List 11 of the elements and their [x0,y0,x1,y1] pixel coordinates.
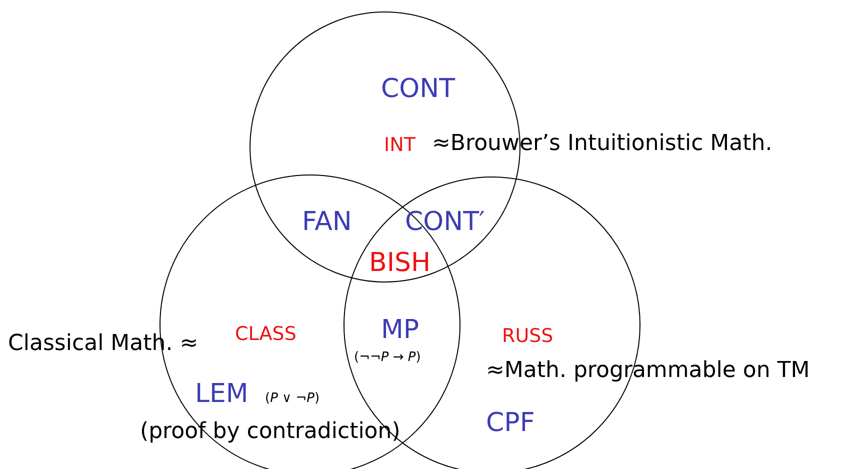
formula-text: (P ∨ ¬P) [265,392,320,405]
region-label: INT [384,136,416,155]
formula-text: (¬¬P → P) [354,351,421,364]
region-label: CONT [381,76,455,102]
region-label: CLASS [235,325,296,344]
region-label: LEM [195,381,248,407]
region-label: BISH [369,250,431,276]
region-label: MP [381,317,420,343]
region-label: RUSS [502,327,554,346]
region-label: CPF [486,410,535,436]
region-label: FAN [302,209,352,235]
